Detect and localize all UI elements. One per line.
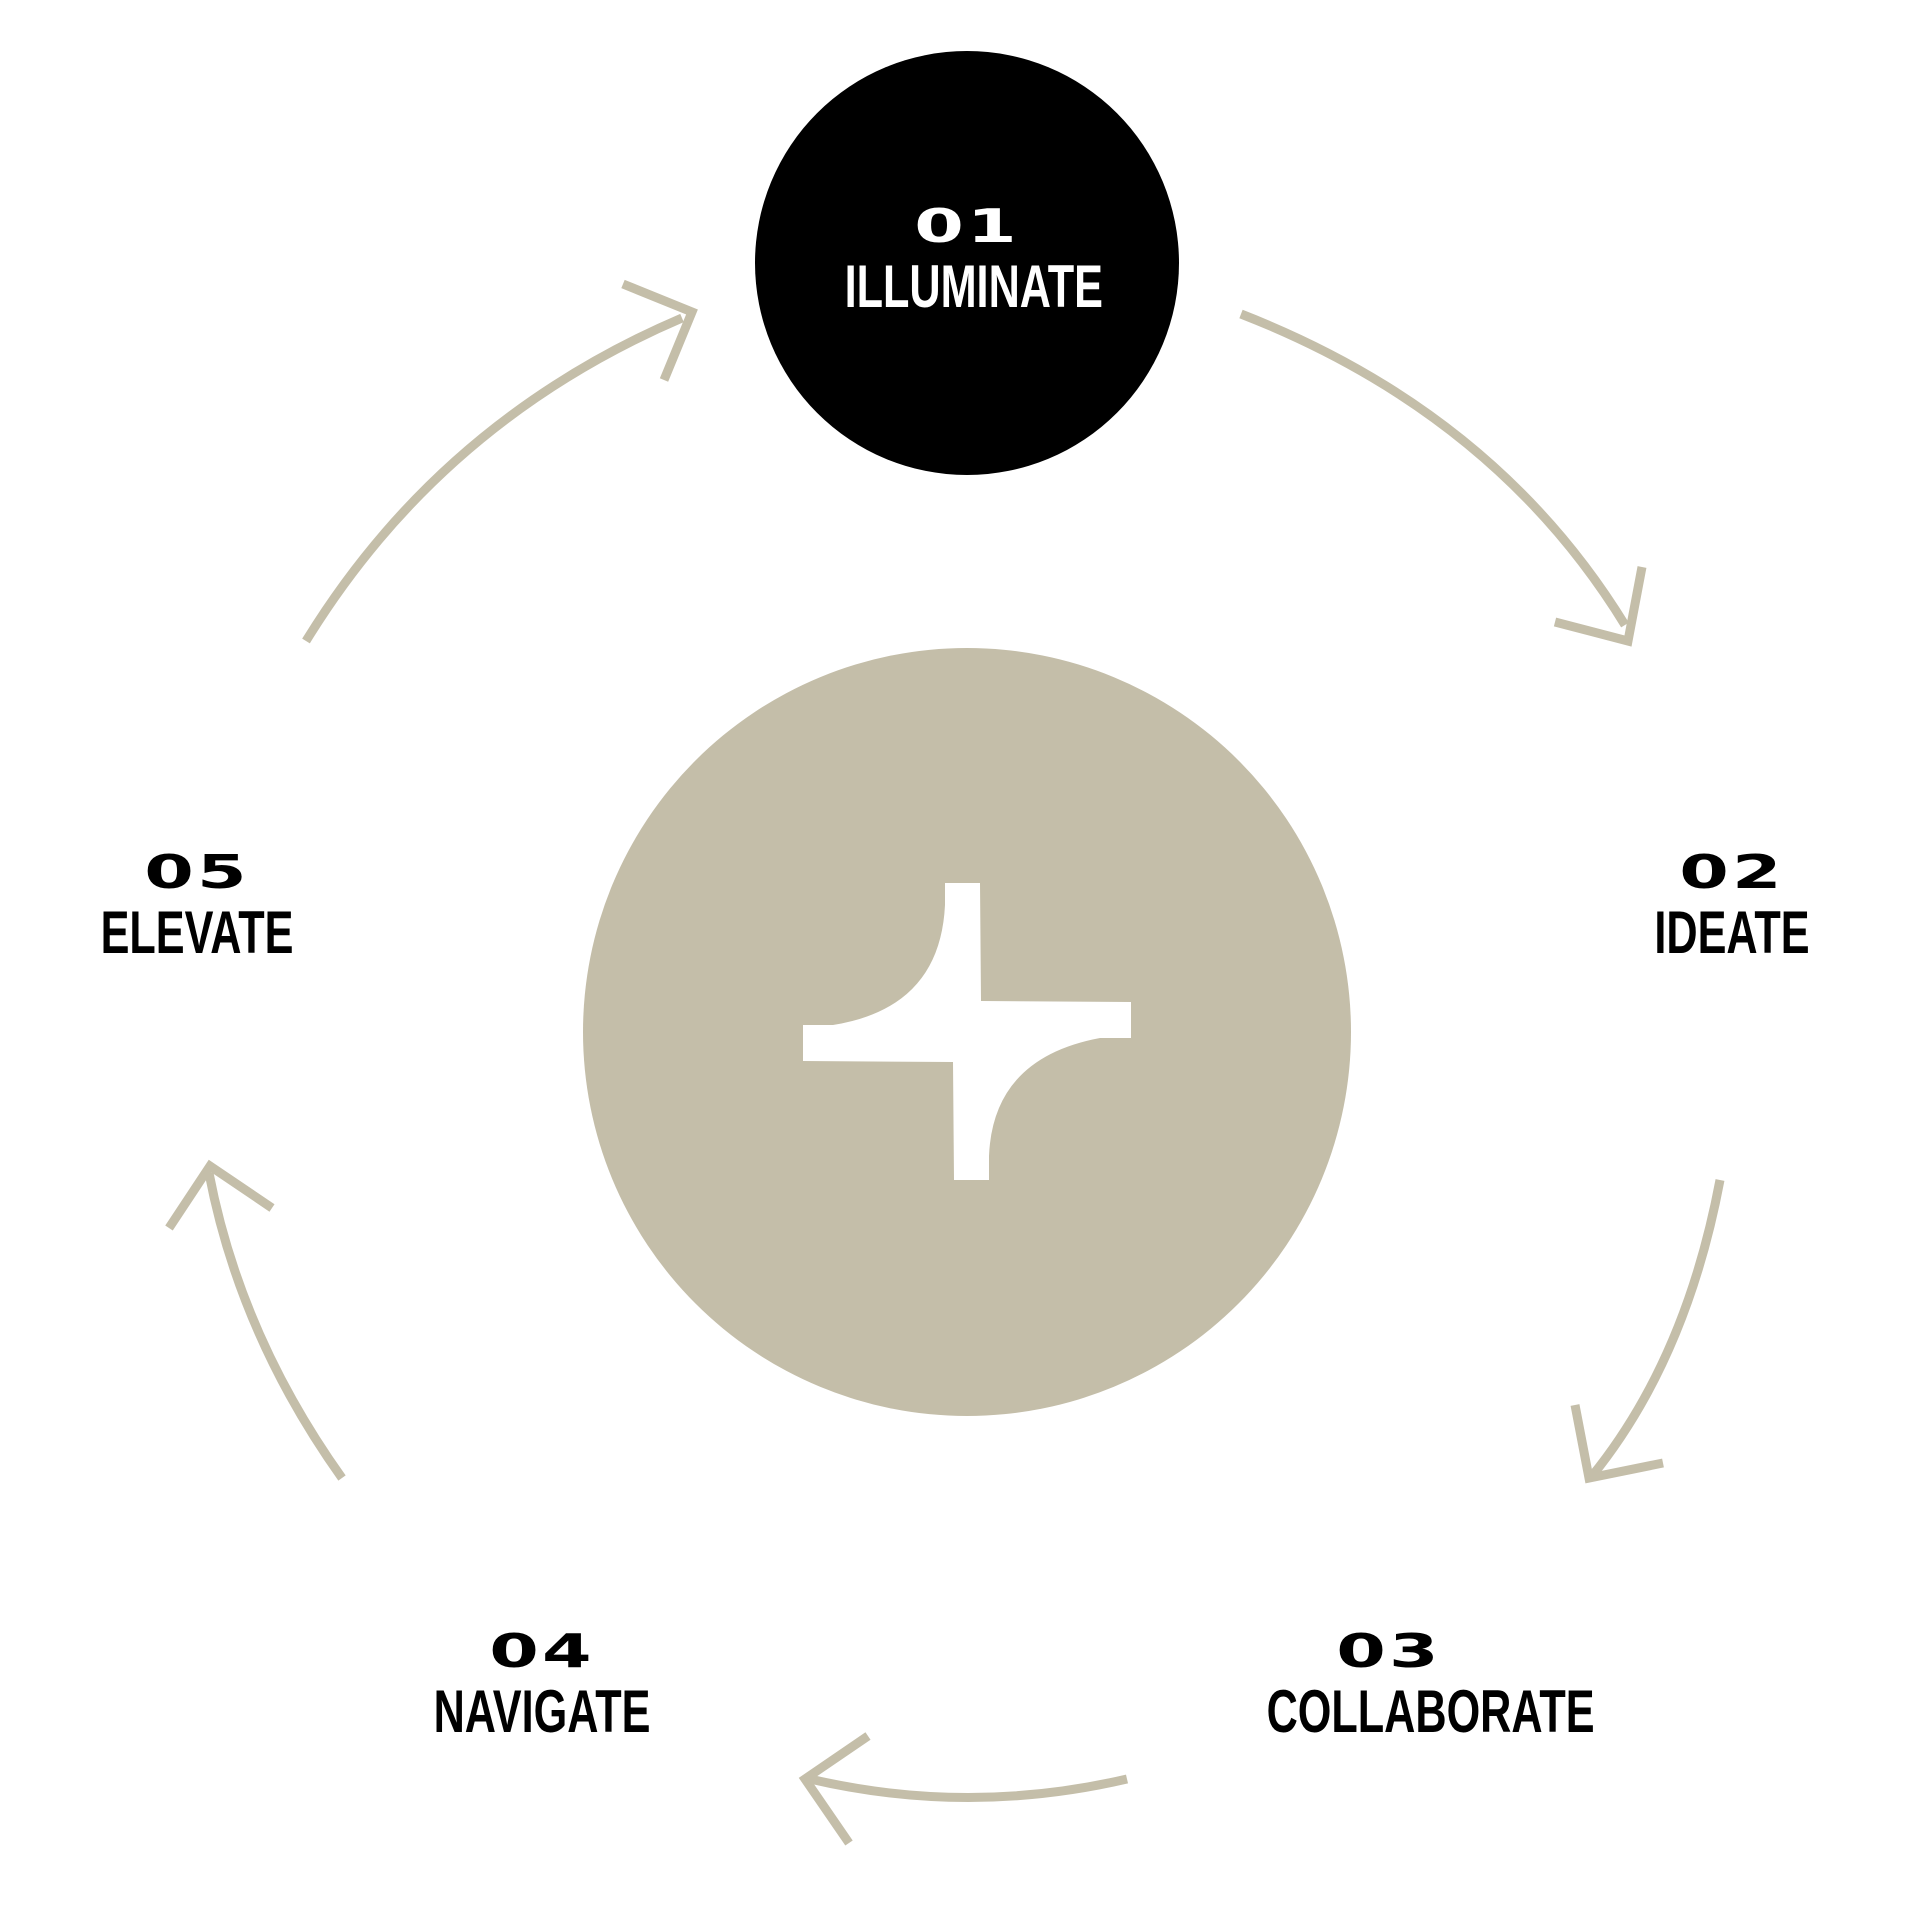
step-label: COLLABORATE (1266, 1678, 1595, 1745)
arrow-3-to-4-head (798, 1732, 871, 1846)
arrow-1-to-2 (1239, 309, 1629, 628)
step-number: 02 (1679, 845, 1785, 899)
step-01: 01 ILLUMINATE (797, 203, 1137, 317)
active-step-circle (755, 51, 1179, 475)
step-label: IDEATE (1654, 899, 1810, 966)
step-label: ILLUMINATE (844, 253, 1103, 320)
arrow-3-to-4 (808, 1774, 1129, 1802)
step-02: 02 IDEATE (1562, 849, 1902, 963)
step-number: 05 (144, 845, 250, 899)
step-label: ELEVATE (100, 899, 294, 966)
step-05: 05 ELEVATE (27, 849, 367, 963)
arrow-1-to-2-head (1553, 566, 1647, 647)
step-number: 03 (1336, 1624, 1442, 1678)
step-number: 01 (914, 199, 1020, 253)
step-03: 03 COLLABORATE (1219, 1628, 1595, 1745)
step-number: 04 (489, 1624, 595, 1678)
step-04: 04 NAVIGATE (372, 1628, 712, 1742)
arrow-5-to-1-head (621, 279, 698, 382)
arrow-4-to-5-head (165, 1159, 275, 1231)
step-label: NAVIGATE (433, 1678, 651, 1745)
arrow-5-to-1 (302, 313, 684, 644)
arrow-4-to-5 (204, 1172, 346, 1481)
arrow-2-to-3-head (1570, 1404, 1664, 1484)
arrow-2-to-3 (1588, 1179, 1725, 1479)
four-point-star-icon (803, 883, 1131, 1180)
